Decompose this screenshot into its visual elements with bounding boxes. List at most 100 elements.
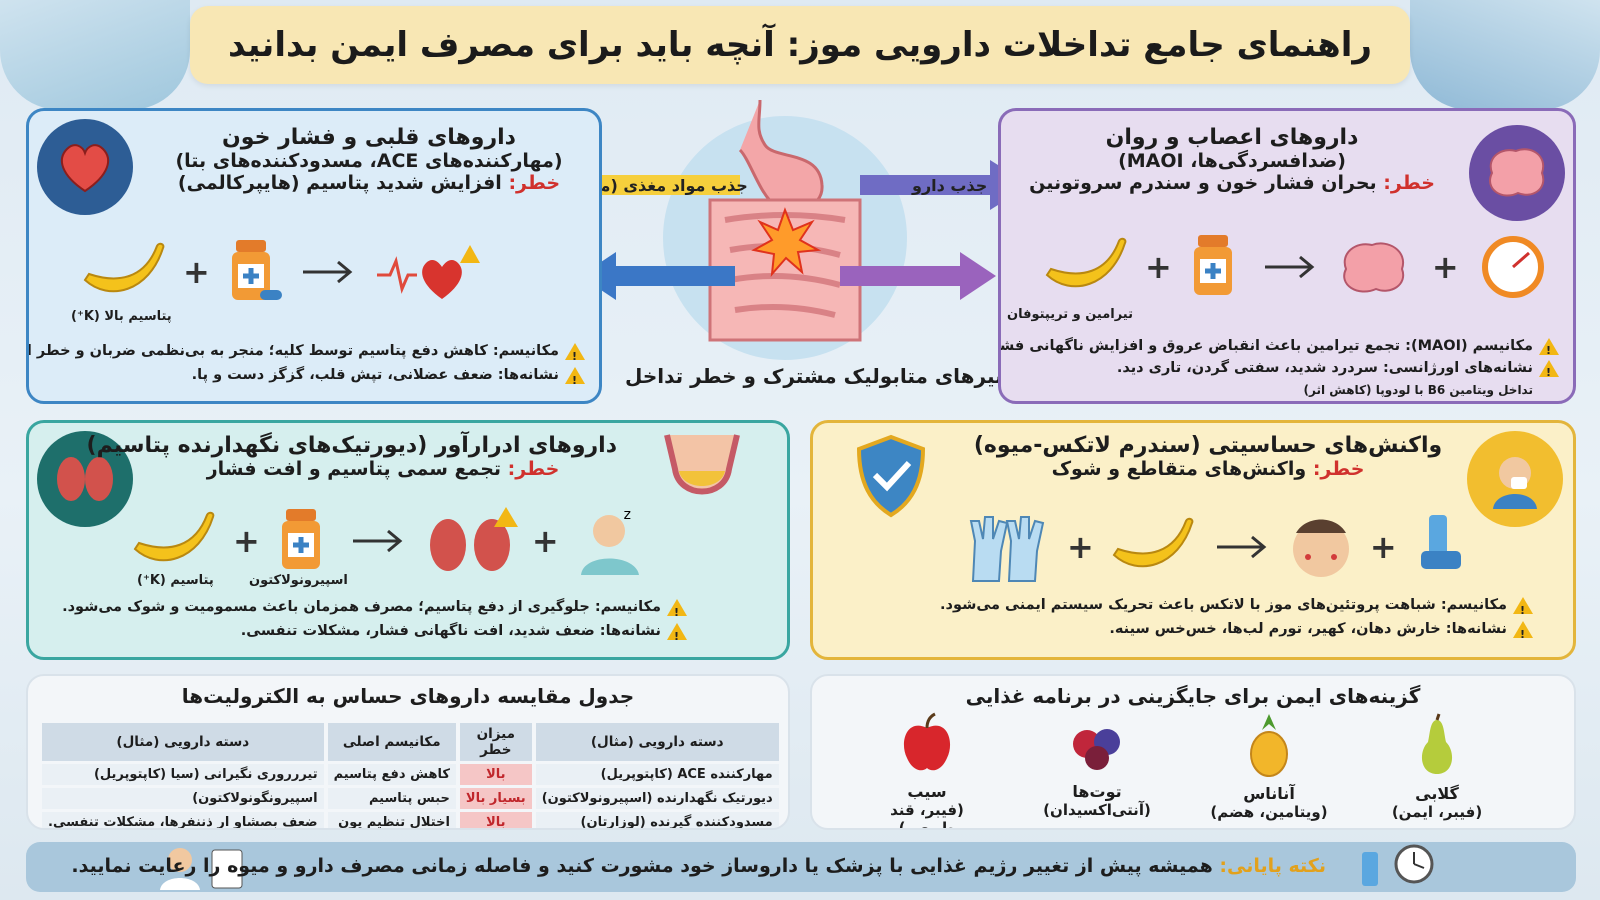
warning-icon bbox=[1539, 337, 1559, 362]
risk-cell: بسیار بالا bbox=[459, 788, 532, 809]
digestive-diagram bbox=[530, 90, 1030, 410]
doctor-illustration-left bbox=[0, 0, 190, 110]
pill-bottle-icon bbox=[1193, 235, 1232, 295]
pear-icon bbox=[1421, 713, 1453, 774]
cardio-equation: + bbox=[79, 236, 482, 308]
brain-icon bbox=[1469, 125, 1565, 221]
banana-icon bbox=[133, 511, 215, 562]
page-title: راهنمای جامع تداخلات دارویی موز: آنچه با… bbox=[228, 25, 1372, 65]
nutrient-absorption-label: جذب مواد مغذی (موز) bbox=[574, 176, 748, 195]
digestive-system-illustration bbox=[530, 99, 1030, 360]
plus-sign: + bbox=[531, 522, 559, 560]
bladder-icon bbox=[657, 429, 747, 519]
table-cell: اختلال تنظیم یون bbox=[327, 812, 456, 828]
allergy-notes: مکانیسم: شباهت پروتئین‌های موز با لاتکس … bbox=[940, 593, 1533, 647]
inhaler-clock-icon bbox=[1354, 842, 1444, 896]
allergic-face-icon bbox=[1292, 519, 1349, 577]
table-header-row: دسته دارویی (مثال) میزان خطر مکانیسم اصل… bbox=[42, 723, 779, 761]
fruit-desc: (فیبر، قند طبیعی) bbox=[890, 801, 964, 830]
diuretic-banana-caption: پتاسیم (K⁺) bbox=[137, 573, 214, 588]
cardio-mechanism: مکانیسم: کاهش دفع پتاسیم توسط کلیه؛ منجر… bbox=[26, 343, 559, 359]
fruit-desc: (فیبر، ایمن) bbox=[1391, 803, 1483, 821]
allergy-symptoms: نشانه‌ها: خارش دهان، کهیر، تورم لب‌ها، خ… bbox=[1109, 621, 1507, 637]
comparison-table: دسته دارویی (مثال) میزان خطر مکانیسم اصل… bbox=[38, 720, 783, 828]
diuretic-symptoms: نشانه‌ها: ضعف شدید، افت ناگهانی فشار، مش… bbox=[240, 623, 661, 639]
comparison-table-panel: جدول مقایسه داروهای حساس به الکترولیت‌ها… bbox=[26, 674, 790, 830]
table-cell: اسپیرونگونولاکتون) bbox=[42, 788, 324, 809]
plus-sign: + bbox=[1431, 248, 1459, 286]
fruit-name: سیب bbox=[907, 782, 947, 801]
left-pathway-arrow bbox=[580, 252, 735, 300]
warning-icon bbox=[565, 342, 585, 369]
neuro-title: داروهای اعصاب و روان bbox=[1105, 125, 1359, 150]
neuro-b6-note: تداخل ویتامین B6 با لودوپا (کاهش اثر) bbox=[1303, 383, 1533, 397]
diuretic-equation: z + + bbox=[129, 505, 649, 577]
svg-text:z: z bbox=[623, 507, 630, 523]
table-cell: کاهش دفع پتاسیم bbox=[327, 764, 456, 785]
arrow-right-icon bbox=[352, 529, 403, 553]
title-banner: راهنمای جامع تداخلات دارویی موز: آنچه با… bbox=[190, 6, 1410, 84]
plus-sign: + bbox=[1369, 528, 1397, 566]
neuro-subtitle: (ضدافسردگی‌ها، MAOI) bbox=[1118, 150, 1346, 172]
footer-label: نکته پایانی: bbox=[1219, 855, 1326, 877]
siren-icon bbox=[1539, 359, 1559, 384]
heart-icon bbox=[37, 119, 133, 215]
alternatives-title: گزینه‌های ایمن برای جایگزینی در برنامه غ… bbox=[965, 684, 1421, 708]
table-row: مهارکننده ACE (کاپتوپریل) بالا کاهش دفع … bbox=[42, 764, 779, 785]
warning-icon bbox=[565, 366, 585, 393]
pill-bottle-icon bbox=[231, 240, 282, 300]
neuro-notes: مکانیسم (MAOI): تجمع تیرامین باعث انقباض… bbox=[1000, 335, 1559, 401]
apple-icon bbox=[903, 712, 951, 771]
table-cell: حبس پتاسیم bbox=[327, 788, 456, 809]
banana-icon bbox=[1045, 237, 1127, 288]
doctor-clipboard-icon bbox=[150, 844, 260, 894]
diuretic-mechanism: مکانیسم: جلوگیری از دفع پتاسیم؛ مصرف همز… bbox=[62, 599, 661, 615]
neuro-panel: داروهای اعصاب و روان (ضدافسردگی‌ها، MAOI… bbox=[998, 108, 1576, 404]
risk-cell: بالا bbox=[459, 764, 532, 785]
table-row: دیورتیک نگهدارنده (اسپیرونولاکتون) بسیار… bbox=[42, 788, 779, 809]
diuretic-notes: مکانیسم: جلوگیری از دفع پتاسیم؛ مصرف همز… bbox=[62, 595, 687, 649]
warning-icon bbox=[1513, 596, 1533, 623]
cardio-risk: خطر: افزایش شدید پتاسیم (هایپرکالمی) bbox=[177, 172, 561, 194]
fruit-apple: سیب (فیبر، قند طبیعی) bbox=[862, 712, 992, 830]
neuro-risk: خطر: بحران فشار خون و سندرم سروتونین bbox=[1029, 172, 1435, 194]
cardio-symptoms: نشانه‌ها: ضعف عضلانی، تپش قلب، گزگز دست … bbox=[191, 367, 559, 383]
warning-icon bbox=[667, 622, 687, 649]
plus-sign: + bbox=[1067, 528, 1094, 566]
allergy-mechanism: مکانیسم: شباهت پروتئین‌های موز با لاتکس … bbox=[940, 597, 1507, 613]
table-cell: مسدودکننده گیرنده (لوزارتان) bbox=[535, 812, 779, 828]
plus-sign: + bbox=[1145, 248, 1172, 286]
cardio-notes: مکانیسم: کاهش دفع پتاسیم توسط کلیه؛ منجر… bbox=[26, 339, 585, 393]
arrow-right-icon bbox=[302, 260, 353, 284]
center-caption: مسیرهای متابولیک مشترک و خطر تداخل bbox=[625, 364, 1028, 388]
fruit-name: توت‌ها bbox=[1072, 782, 1122, 801]
pressure-gauge-icon bbox=[1481, 236, 1544, 298]
footer-body: همیشه پیش از تغییر رژیم غذایی با پزشک یا… bbox=[71, 855, 1213, 877]
sneezing-person-icon bbox=[1467, 431, 1563, 527]
drug-absorption-label: جذب دارو bbox=[912, 176, 988, 195]
table-cell: تیررروری نگیرانی (سیا (کاپتوپریل) bbox=[42, 764, 324, 785]
kidney-icon bbox=[37, 431, 133, 527]
brain-alert-icon bbox=[1343, 242, 1404, 293]
plus-sign: + bbox=[183, 253, 210, 291]
table-cell: مهارکننده ACE (کاپتوپریل) bbox=[535, 764, 779, 785]
neuro-mechanism: مکانیسم (MAOI): تجمع تیرامین باعث انقباض… bbox=[1000, 338, 1533, 354]
diuretic-title: داروهای ادرارآور (دیورتیک‌های نگهدارنده … bbox=[86, 433, 617, 458]
allergy-equation: + + bbox=[963, 511, 1471, 583]
warning-icon bbox=[1513, 620, 1533, 647]
plus-sign: + bbox=[233, 522, 260, 560]
allergy-panel: واکنش‌های حساسیتی (سندرم لاتکس-میوه) خطر… bbox=[810, 420, 1576, 660]
table-title: جدول مقایسه داروهای حساس به الکترولیت‌ها bbox=[181, 684, 635, 708]
drug-absorption-arrow bbox=[860, 160, 1030, 210]
fatigued-person-icon: z bbox=[580, 507, 639, 575]
arrow-right-icon bbox=[1216, 535, 1267, 559]
neuro-symptoms: نشانه‌های اورژانسی: سردرد شدید، سفتی گرد… bbox=[1116, 360, 1533, 376]
cardio-banana-caption: پتاسیم بالا (K⁺) bbox=[71, 309, 172, 324]
neuro-banana-caption: تیرامین و تریپتوفان bbox=[1006, 307, 1133, 322]
doctor-illustration-right bbox=[1410, 0, 1600, 110]
pineapple-icon bbox=[1250, 714, 1288, 777]
fruit-berries: توت‌ها (آنتی‌اکسیدان) bbox=[1032, 712, 1162, 819]
intestine-icon bbox=[708, 198, 862, 342]
cardio-subtitle: (مهارکننده‌های ACE، مسدودکننده‌های بتا) bbox=[175, 150, 563, 172]
footer-text: نکته پایانی: همیشه پیش از تغییر رژیم غذا… bbox=[71, 855, 1326, 877]
